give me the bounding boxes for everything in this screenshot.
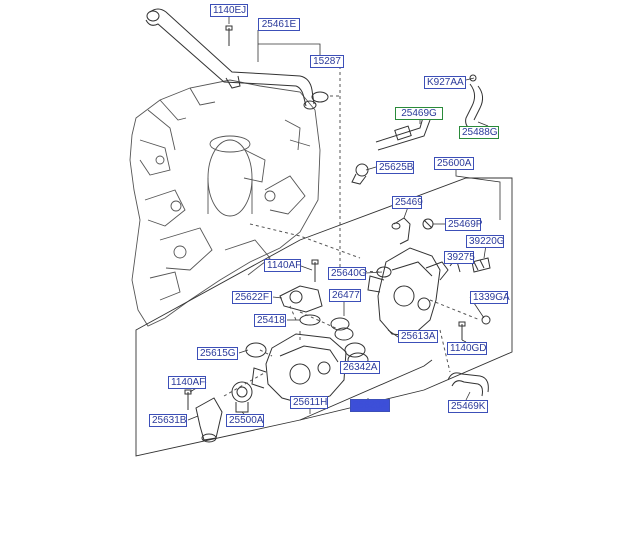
o-ring-15287: [311, 91, 329, 103]
label-25469p[interactable]: 25469P: [445, 218, 482, 231]
hose-26477: [330, 317, 354, 341]
label-25615g[interactable]: 25615G: [197, 347, 238, 360]
bolt-1140af-top: [311, 259, 319, 282]
label-1140ej[interactable]: 1140EJ: [210, 4, 248, 17]
water-inlet-housing-25620a: [251, 333, 347, 405]
sensor-39220g: [471, 257, 491, 273]
label-25640g[interactable]: 25640G: [328, 267, 367, 280]
fitting-25469: [391, 217, 411, 245]
label-25625b[interactable]: 25625B: [376, 161, 414, 174]
hose-25488g: [465, 74, 484, 131]
label-1140gd[interactable]: 1140GD: [447, 342, 487, 355]
housing-25622f: [279, 285, 323, 313]
label-1339ga[interactable]: 1339GA: [470, 291, 510, 304]
label-25631b[interactable]: 25631B: [149, 414, 187, 427]
label-25418[interactable]: 25418: [254, 314, 286, 327]
label-39275[interactable]: 39275: [444, 251, 475, 264]
thermostat-housing-25600a: [367, 247, 449, 337]
bolt-1140af-bottom: [184, 389, 192, 410]
exploded-view-frame: [135, 177, 513, 457]
bolt-1140ej: [225, 25, 233, 46]
plug-1339ga: [481, 315, 491, 325]
bolt-1140gd: [458, 321, 466, 340]
label-25613a[interactable]: 25613A: [398, 330, 438, 343]
label-25469g[interactable]: 25469G: [395, 107, 443, 120]
elbow-25631b: [195, 397, 223, 443]
plug-25469p: [422, 218, 434, 230]
label-1140af-bottom[interactable]: 1140AF: [168, 376, 206, 389]
label-25469k[interactable]: 25469K: [448, 400, 488, 413]
thermostat-25500a: [231, 381, 253, 413]
label-25622f[interactable]: 25622F: [232, 291, 272, 304]
label-39220g[interactable]: 39220G: [466, 235, 505, 248]
upper-coolant-pipe: [145, 8, 317, 110]
label-25461e[interactable]: 25461E: [258, 18, 300, 31]
label-25469[interactable]: 25469: [392, 196, 423, 209]
engine-block-outline: [129, 79, 321, 327]
label-1140af-top[interactable]: 1140AF: [264, 259, 301, 272]
label-25600a[interactable]: 25600A: [434, 157, 474, 170]
gasket-25615g: [245, 342, 267, 358]
label-25488g[interactable]: 25488G: [459, 126, 499, 139]
label-25611h[interactable]: 25611H: [290, 396, 328, 409]
label-25620a-highlighted[interactable]: 25620A: [350, 399, 390, 412]
label-26342a[interactable]: 26342A: [340, 361, 380, 374]
hose-25469k: [447, 372, 489, 397]
label-k927aa[interactable]: K927AA: [424, 76, 466, 89]
label-26477[interactable]: 26477: [329, 289, 361, 302]
sensor-25625b: [351, 163, 369, 185]
label-15287[interactable]: 15287: [310, 55, 344, 68]
label-25500a[interactable]: 25500A: [226, 414, 264, 427]
